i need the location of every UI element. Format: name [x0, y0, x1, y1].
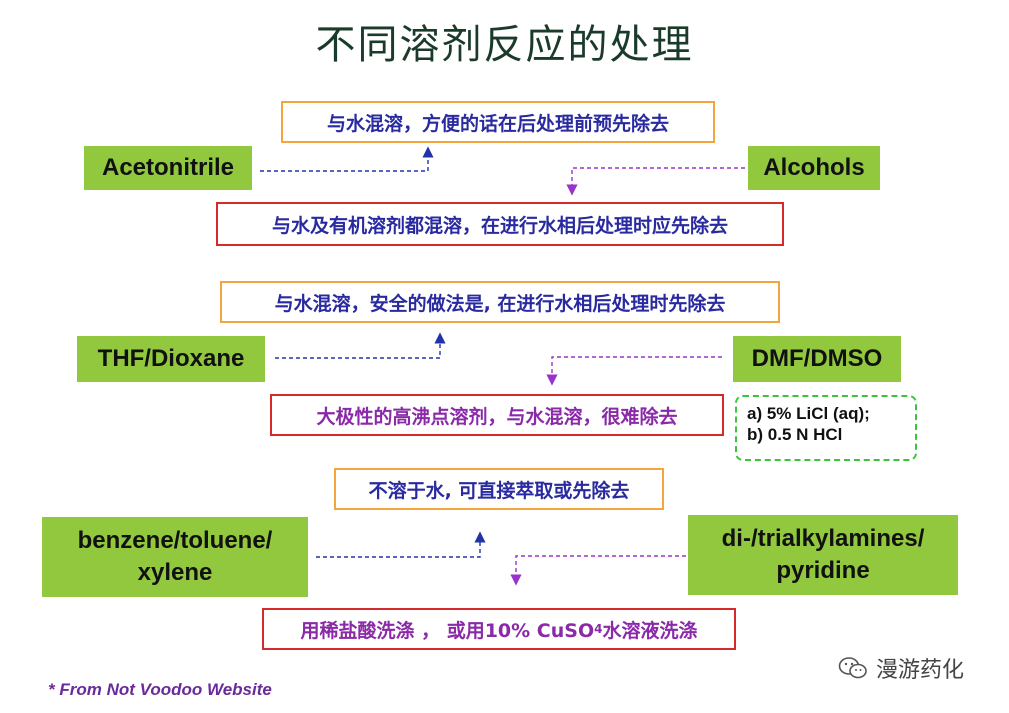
solvent-box-alcohols: Alcohols [748, 146, 880, 190]
note-alcohols: 与水及有机溶剂都混溶，在进行水相后处理时应先除去 [216, 202, 784, 246]
source-credit: * From Not Voodoo Website [48, 680, 272, 700]
note-amines-subscript: 4 [594, 622, 603, 636]
credit-mark: * [48, 680, 55, 699]
note-thf: 与水混溶，安全的做法是, 在进行水相后处理时先除去 [220, 281, 780, 323]
note-acetonitrile: 与水混溶，方便的话在后处理前预先除去 [281, 101, 715, 143]
note-amines-suffix: 水溶液洗涤 [602, 619, 698, 642]
wechat-logo-icon [838, 657, 867, 679]
solvent-box-benzene-toluene-xylene: benzene/toluene/ xylene [42, 517, 308, 597]
solvent-line: pyridine [776, 557, 870, 584]
watermark: 漫游药化 [838, 652, 964, 684]
workup-condition-b: b) 0.5 N HCl [747, 425, 843, 445]
workup-condition-a: a) 5% LiCl (aq); [747, 404, 870, 423]
note-amines-prefix: 用稀盐酸洗涤 ， 或用10% CuSO [300, 619, 595, 642]
solvent-box-amines-pyridine: di-/trialkylamines/ pyridine [688, 515, 958, 595]
workup-conditions-note: a) 5% LiCl (aq); b) 0.5 N HCl [735, 395, 917, 461]
solvent-line: benzene/toluene/ [77, 526, 273, 554]
watermark-text: 漫游药化 [876, 658, 965, 683]
connector-dmf [546, 356, 722, 386]
solvent-box-thf-dioxane: THF/Dioxane [77, 336, 265, 382]
solvent-box-dmf-dmso: DMF/DMSO [733, 336, 901, 382]
page-title: 不同溶剂反应的处理 [315, 22, 694, 68]
credit-text: From Not Voodoo Website [59, 680, 272, 699]
connector-amines [510, 555, 686, 586]
solvent-line: di-/trialkylamines/ [721, 524, 925, 552]
connector-acetonitrile [260, 146, 434, 172]
connector-alcohols [566, 167, 745, 196]
connector-benzene [316, 531, 486, 558]
note-benzene: 不溶于水, 可直接萃取或先除去 [334, 468, 664, 510]
connector-thf [275, 332, 446, 359]
note-dmf-dmso: 大极性的高沸点溶剂，与水混溶，很难除去 [270, 394, 724, 436]
solvent-line: xylene [137, 559, 213, 586]
solvent-box-acetonitrile: Acetonitrile [84, 146, 252, 190]
